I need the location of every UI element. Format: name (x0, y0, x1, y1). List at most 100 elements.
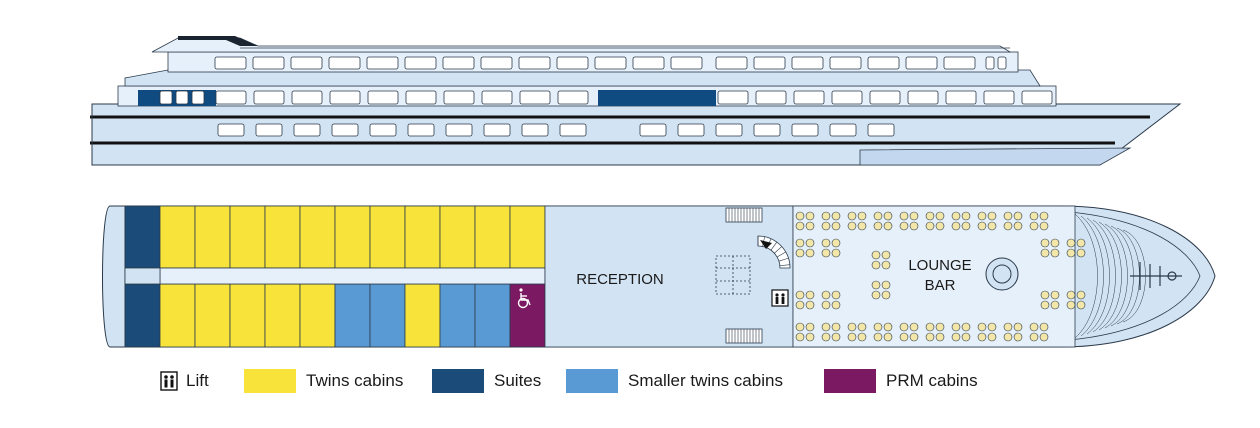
window (519, 90, 551, 105)
windlass-icon (1130, 262, 1182, 290)
deck-plan: RECEPTION (102, 205, 1216, 348)
window (481, 90, 513, 105)
window (677, 123, 705, 137)
cabin-twins (334, 205, 371, 269)
cabin-grid (124, 205, 546, 348)
table-with-chairs (977, 211, 997, 231)
lounge-tables (795, 211, 1086, 342)
window (331, 123, 359, 137)
window (559, 123, 587, 137)
legend-item-smaller-twins: Smaller twins cabins (566, 366, 783, 396)
table-with-chairs (1029, 322, 1049, 342)
window (159, 90, 173, 105)
table-with-chairs (821, 211, 841, 231)
window (983, 90, 1015, 105)
cabin-suite (124, 205, 161, 269)
table-with-chairs (821, 322, 841, 342)
table-with-chairs (821, 290, 841, 310)
window (215, 90, 247, 105)
window (404, 56, 437, 70)
window (328, 56, 361, 70)
window (518, 56, 551, 70)
window (443, 90, 475, 105)
window (407, 123, 435, 137)
table-with-chairs (899, 211, 919, 231)
legend-item-lift: Lift (160, 366, 209, 396)
table-with-chairs (871, 280, 891, 300)
reception-label: RECEPTION (576, 271, 664, 288)
window (442, 56, 475, 70)
legend-swatch (566, 369, 618, 393)
table-with-chairs (873, 211, 893, 231)
window (329, 90, 361, 105)
cabin-suite (124, 283, 161, 348)
cabin-smaller-twins (334, 283, 371, 348)
cabin-twins (474, 205, 511, 269)
window (905, 56, 938, 70)
cabin-smaller-twins (439, 283, 476, 348)
wheelchair-icon (517, 288, 531, 309)
window (715, 56, 748, 70)
legend-item-suites: Suites (432, 366, 541, 396)
cabin-twins (264, 283, 301, 348)
window (753, 56, 786, 70)
window (521, 123, 549, 137)
spiral-staircase (757, 235, 791, 269)
window (480, 56, 513, 70)
table-with-chairs (847, 211, 867, 231)
window (191, 90, 205, 105)
table-with-chairs (951, 322, 971, 342)
legend-item-twins: Twins cabins (244, 366, 403, 396)
window (831, 90, 863, 105)
window (985, 56, 995, 70)
table-with-chairs (951, 211, 971, 231)
table-with-chairs (821, 238, 841, 258)
side-windows (159, 56, 1053, 137)
legend-swatch (244, 369, 296, 393)
window (945, 90, 977, 105)
window (557, 90, 589, 105)
dance-floor (985, 257, 1019, 291)
window (556, 56, 589, 70)
lift-icon (160, 371, 178, 391)
window (793, 90, 825, 105)
window (175, 90, 189, 105)
cabin-twins (194, 205, 231, 269)
window (293, 123, 321, 137)
window (715, 123, 743, 137)
table-with-chairs (1066, 290, 1086, 310)
table-with-chairs (899, 322, 919, 342)
window (997, 56, 1007, 70)
lounge-label-line2: BAR (925, 277, 956, 294)
window (755, 90, 787, 105)
window (291, 90, 323, 105)
ship-side-view (90, 36, 1182, 166)
legend: Lift Twins cabins Suites Smaller twins c… (0, 366, 1260, 396)
window (1021, 90, 1053, 105)
window (255, 123, 283, 137)
window (445, 123, 473, 137)
cabin-twins (229, 205, 266, 269)
legend-label: Suites (494, 371, 542, 390)
window (483, 123, 511, 137)
window (753, 123, 781, 137)
cabin-smaller-twins (369, 283, 406, 348)
table-with-chairs (871, 250, 891, 270)
cabin-twins (159, 205, 196, 269)
table-with-chairs (795, 322, 815, 342)
cabin-smaller-twins (474, 283, 511, 348)
cabin-twins (229, 283, 266, 348)
cabin-twins (439, 205, 476, 269)
cabin-prm (509, 283, 546, 348)
window (214, 56, 247, 70)
table-with-chairs (977, 322, 997, 342)
cabin-twins (369, 205, 406, 269)
window (366, 56, 399, 70)
table-with-chairs (795, 211, 815, 231)
window (943, 56, 976, 70)
cabin-twins (194, 283, 231, 348)
window (594, 56, 627, 70)
window (405, 90, 437, 105)
stairs-bottom (725, 328, 763, 344)
window (829, 56, 862, 70)
